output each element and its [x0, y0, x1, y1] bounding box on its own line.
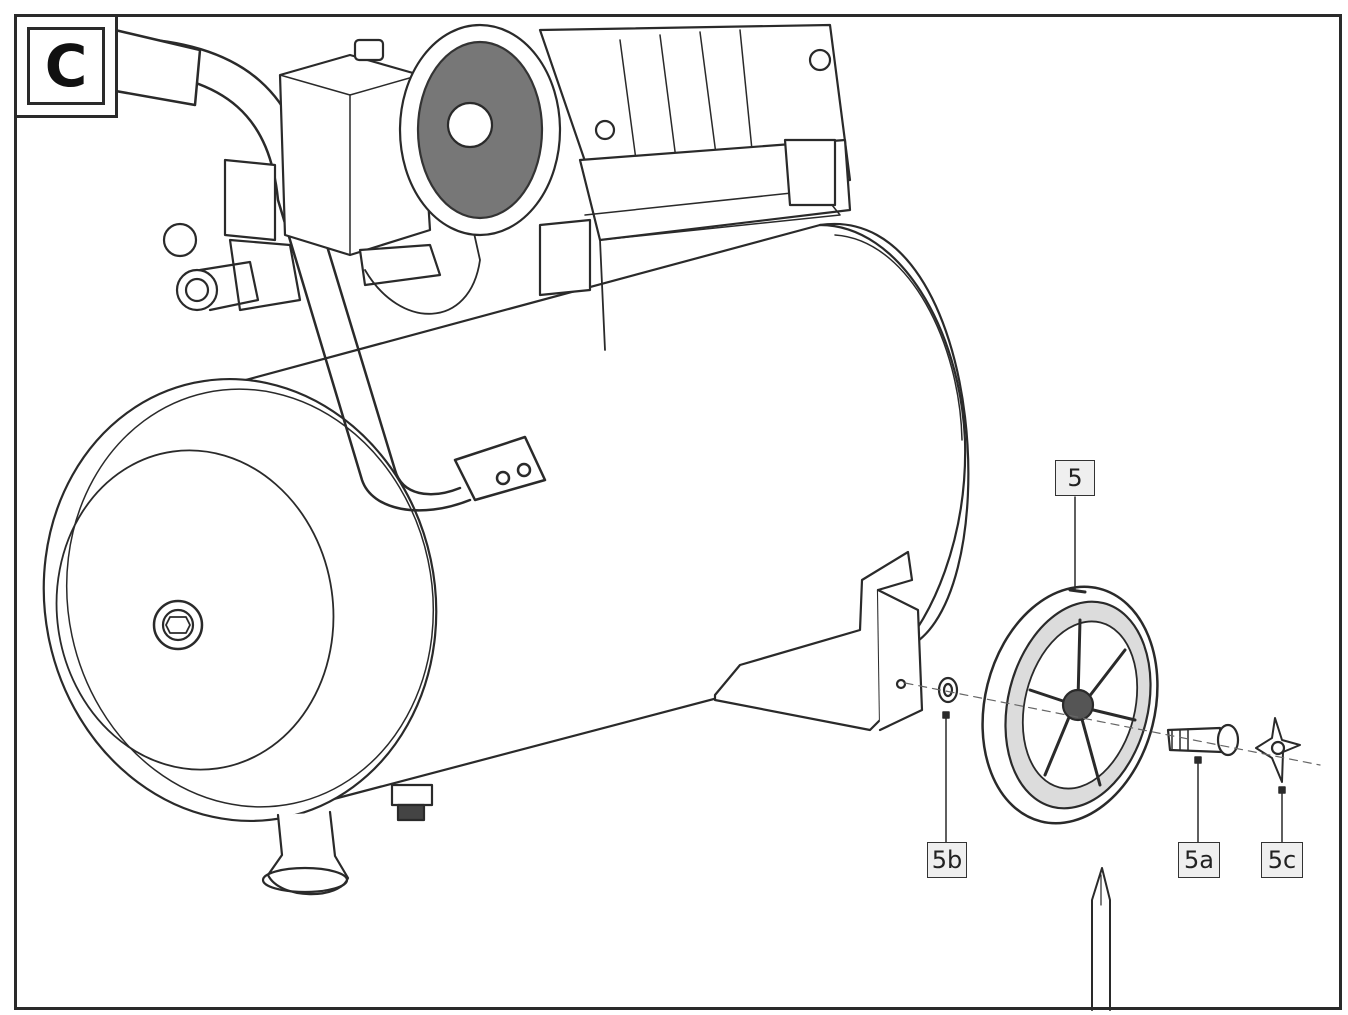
washer-5b — [937, 676, 959, 704]
panel-letter: C — [27, 27, 105, 105]
callout-part-5a: 5a — [1178, 842, 1220, 878]
callout-part-5c: 5c — [1261, 842, 1303, 878]
pressure-switch — [278, 38, 432, 257]
retaining-clip-5c — [1255, 717, 1301, 783]
screwdriver-icon — [1091, 867, 1111, 1011]
callout-part-5b: 5b — [927, 842, 967, 878]
tank-feet — [261, 783, 434, 896]
leader-lines — [942, 496, 1286, 843]
tank-end-cap — [42, 377, 438, 823]
assembly-axis — [904, 682, 1321, 766]
wheel-bracket — [713, 550, 924, 732]
regulator-fittings — [162, 158, 592, 315]
diagram-frame — [14, 14, 1342, 1010]
callout-part-5: 5 — [1055, 460, 1095, 496]
panel-badge: C — [14, 14, 118, 118]
motor-unit — [398, 23, 852, 351]
wheel-part-5 — [981, 585, 1159, 825]
